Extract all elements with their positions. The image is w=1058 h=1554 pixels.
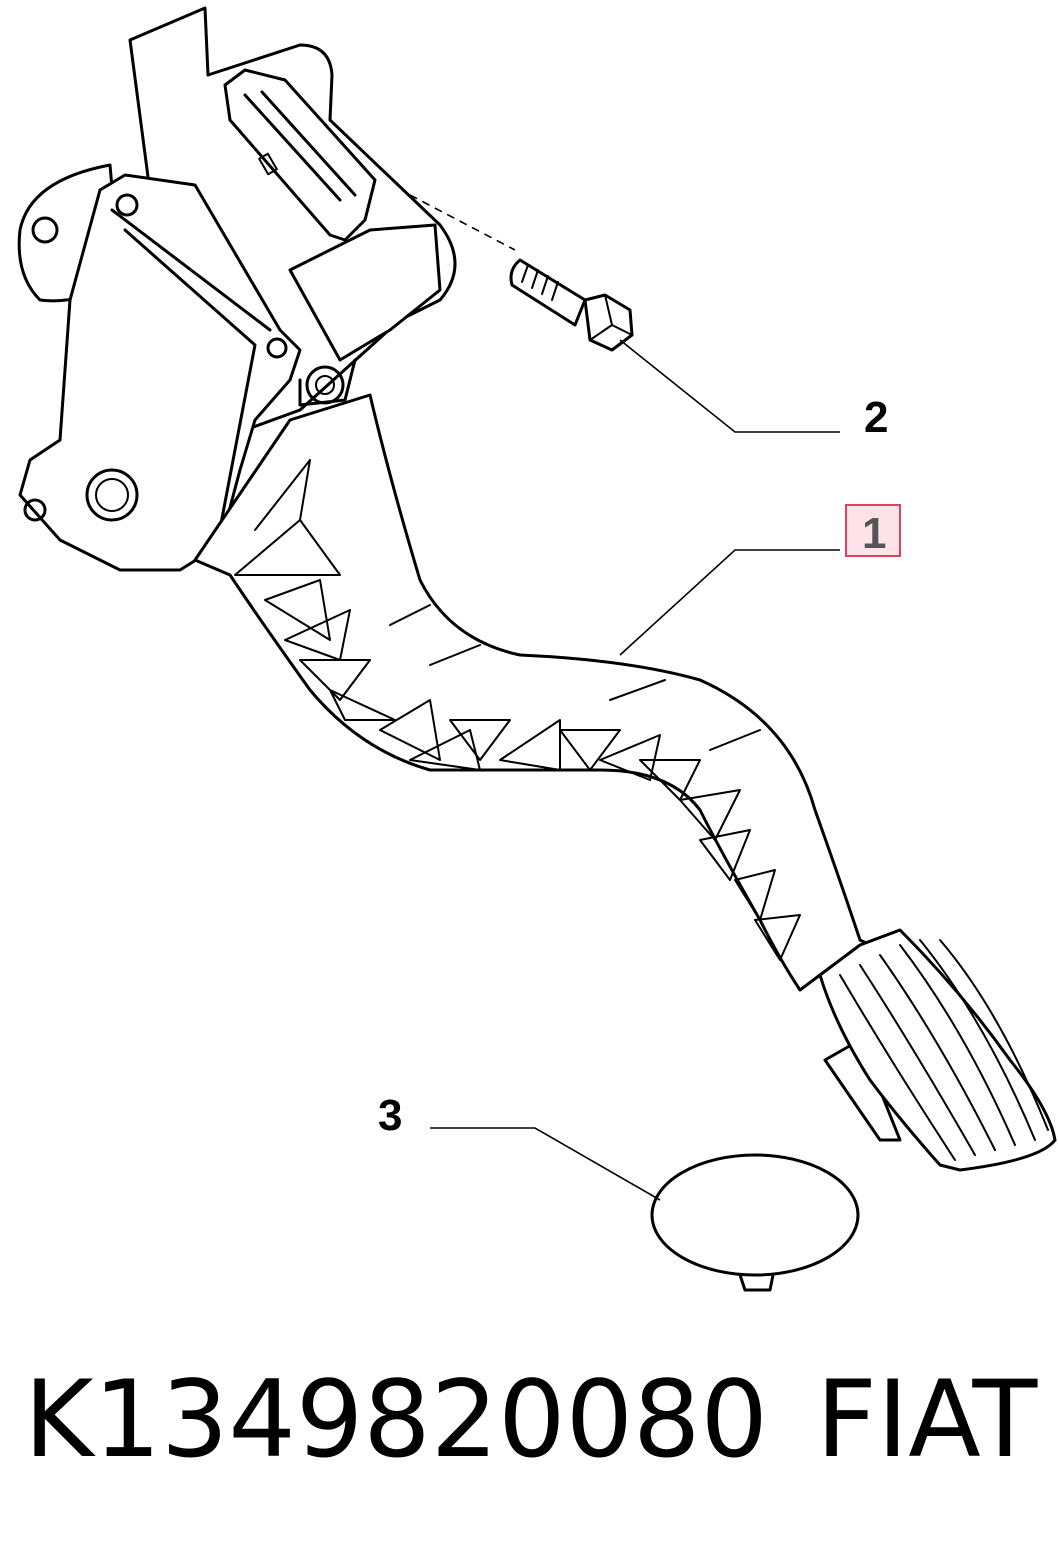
cap (650, 1153, 860, 1292)
callout-3-label: 3 (378, 1091, 402, 1140)
callout-3[interactable]: 3 (378, 1091, 402, 1140)
leader-lines (409, 194, 840, 1201)
pedal-pad (818, 928, 1057, 1172)
callout-2[interactable]: 2 (864, 393, 888, 442)
leader-line-bolt-axis (409, 194, 516, 251)
leader-line-3 (430, 1127, 661, 1201)
pedal-arm (193, 393, 882, 992)
leader-line-1 (619, 549, 840, 656)
callout-2-label: 2 (864, 393, 888, 442)
bolt (509, 258, 634, 352)
brand-name: FIAT (816, 1358, 1038, 1481)
callout-1-label: 1 (862, 509, 886, 558)
callout-1[interactable]: 1 (845, 504, 901, 558)
callout-1-highlight (845, 504, 901, 557)
leader-line-2 (619, 339, 840, 433)
pedal-housing (17, 6, 457, 572)
part-number: K1349820080 (24, 1358, 768, 1481)
